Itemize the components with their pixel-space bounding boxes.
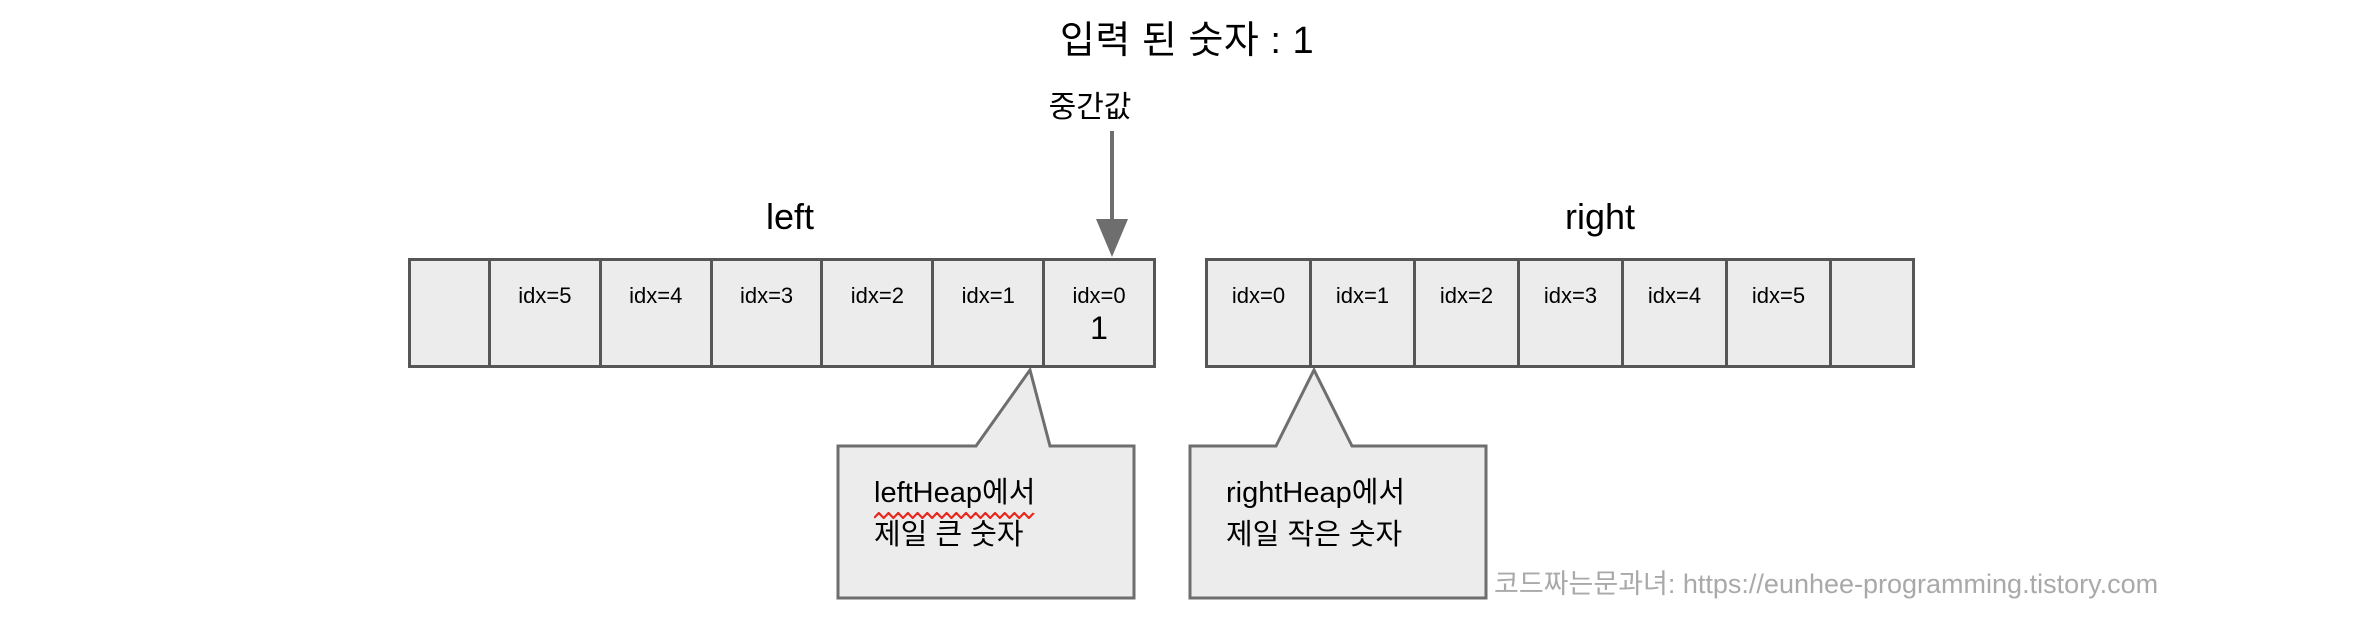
array-cell: idx=0: [1208, 261, 1312, 365]
array-cell: idx=1: [1312, 261, 1416, 365]
array-cell-index: idx=5: [518, 283, 572, 308]
array-cell-index: idx=0: [1072, 283, 1126, 308]
right-heap-callout: rightHeap에서 제일 작은 숫자: [1188, 368, 1488, 600]
array-cell-index: idx=0: [1231, 283, 1286, 308]
array-cell: idx=2: [1416, 261, 1520, 365]
array-cell: idx=4: [1624, 261, 1728, 365]
array-cell-value: 1: [1090, 310, 1108, 346]
array-cell: idx=3: [1520, 261, 1624, 365]
array-cell: idx=1: [934, 261, 1046, 365]
array-cell-index: idx=2: [1439, 283, 1494, 308]
left-heap-callout-text: leftHeap에서 제일 큰 숫자: [874, 472, 1035, 556]
array-cell-index: idx=2: [850, 283, 904, 308]
array-cell-index: idx=1: [1335, 283, 1390, 308]
array-cell-index: idx=1: [961, 283, 1015, 308]
median-label: 중간값: [1048, 91, 1132, 124]
array-cell-index: idx=3: [739, 283, 794, 308]
array-cell-index: idx=4: [629, 283, 683, 308]
array-cell: idx=3: [712, 261, 824, 365]
array-cell: idx=5: [1728, 261, 1832, 365]
array-cell: idx=2: [823, 261, 935, 365]
watermark: 코드짜는문과녀: https://eunhee-programming.tist…: [1494, 569, 2159, 599]
left-callout-line2: 제일 큰 숫자: [874, 519, 1024, 551]
left-callout-line1: leftHeap에서: [874, 472, 1036, 519]
left-array-label: left: [765, 196, 815, 237]
array-cell: idx=4: [601, 261, 713, 365]
array-cell-index: idx=3: [1543, 283, 1598, 308]
right-array-label: right: [1564, 196, 1636, 237]
right-heap-callout-text: rightHeap에서 제일 작은 숫자: [1226, 472, 1405, 556]
spellcheck-underline-icon: [874, 512, 1035, 519]
right-array: idx=0 idx=1 idx=2 idx=3 idx=4 idx=5: [1205, 258, 1915, 368]
left-callout-line1-text: leftHeap에서: [874, 477, 1036, 509]
array-cell-index: idx=4: [1647, 283, 1702, 308]
array-cell-index: idx=5: [1751, 283, 1806, 308]
arrow-down-icon: [1090, 131, 1134, 257]
array-cell: [411, 261, 491, 365]
array-cell: [1832, 261, 1912, 365]
page-title: 입력 된 숫자 : 1: [1059, 20, 1315, 62]
right-callout-line2: 제일 작은 숫자: [1226, 519, 1403, 551]
array-cell: idx=5: [491, 261, 602, 365]
left-heap-callout: leftHeap에서 제일 큰 숫자: [836, 368, 1136, 600]
right-callout-line1: rightHeap에서: [1226, 477, 1406, 509]
